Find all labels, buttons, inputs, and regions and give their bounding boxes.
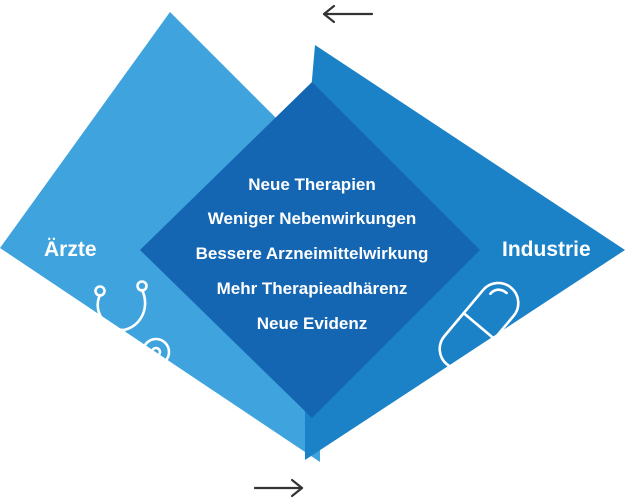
benefit-item: Weniger Nebenwirkungen — [207, 209, 417, 228]
arrow-left-icon — [322, 4, 374, 24]
benefit-item: Neue Evidenz — [256, 314, 368, 333]
overlap-diamond — [140, 82, 480, 418]
benefit-item: Bessere Arzneimittelwirkung — [195, 244, 429, 263]
benefit-item: Neue Therapien — [248, 175, 376, 194]
arrow-right-icon — [253, 478, 304, 498]
label-aerzte: Ärzte — [44, 238, 97, 261]
benefit-item: Mehr Therapieadhärenz — [216, 279, 408, 298]
capsule-icon — [438, 281, 520, 371]
stethoscope-icon — [94, 280, 171, 367]
label-industrie: Industrie — [502, 238, 591, 261]
